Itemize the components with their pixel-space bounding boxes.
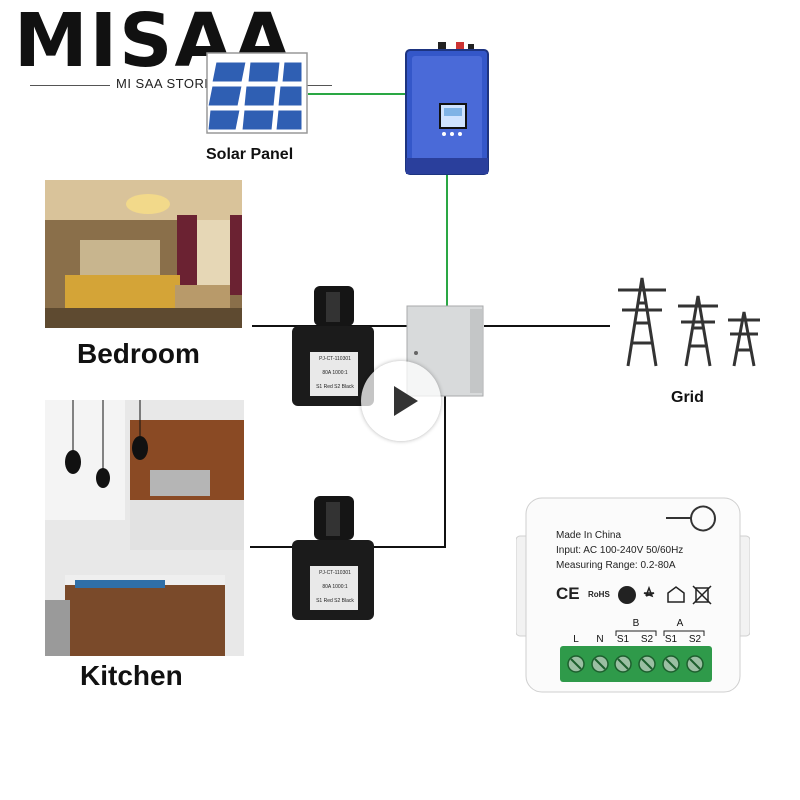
kitchen-label: Kitchen xyxy=(80,660,183,691)
terminal-screws xyxy=(567,655,704,673)
certification-marks: CE RoHS xyxy=(556,584,716,606)
terminal-label: S1 xyxy=(616,634,630,645)
grid-tie-inverter xyxy=(405,42,489,175)
terminal-label: S2 xyxy=(640,634,654,645)
terminal-label: N xyxy=(596,634,604,645)
compliance-icons xyxy=(618,585,712,605)
solar-panel-label: Solar Panel xyxy=(206,146,294,163)
terminal-label: S1 xyxy=(664,634,678,645)
store-name: MI SAA STORE xyxy=(116,76,214,91)
play-video-button[interactable] xyxy=(361,361,441,441)
ct-clamp-kitchen: PJ-CT-110301 80A 1000:1 S1 Red S2 Black xyxy=(290,496,376,620)
meter-range-spec: Measuring Range: 0.2-80A xyxy=(556,560,676,571)
terminal-brackets xyxy=(615,630,705,636)
bedroom-label: Bedroom xyxy=(77,338,200,369)
grid-label: Grid xyxy=(671,389,704,406)
ct-clamp-body xyxy=(292,286,374,406)
ct-clamp-body xyxy=(292,496,374,620)
meter-input-spec: Input: AC 100-240V 50/60Hz xyxy=(556,545,684,556)
ce-mark-icon: CE xyxy=(556,584,580,603)
bedroom-photo xyxy=(45,180,242,328)
rohs-icon: RoHS xyxy=(588,590,610,599)
grid-towers-icon xyxy=(618,277,760,367)
terminal-group-a: A xyxy=(676,618,684,629)
solar-panel-icon xyxy=(206,52,308,134)
meter-made-in: Made In China xyxy=(556,530,622,541)
ct-clamp-bedroom: PJ-CT-110301 80A 1000:1 S1 Red S2 Black xyxy=(290,286,376,406)
kitchen-photo xyxy=(45,400,244,656)
terminal-label: S2 xyxy=(688,634,702,645)
energy-meter-module: Made In China Input: AC 100-240V 50/60Hz… xyxy=(516,496,750,696)
terminal-group-b: B xyxy=(632,618,640,629)
terminal-label: L xyxy=(573,634,579,645)
